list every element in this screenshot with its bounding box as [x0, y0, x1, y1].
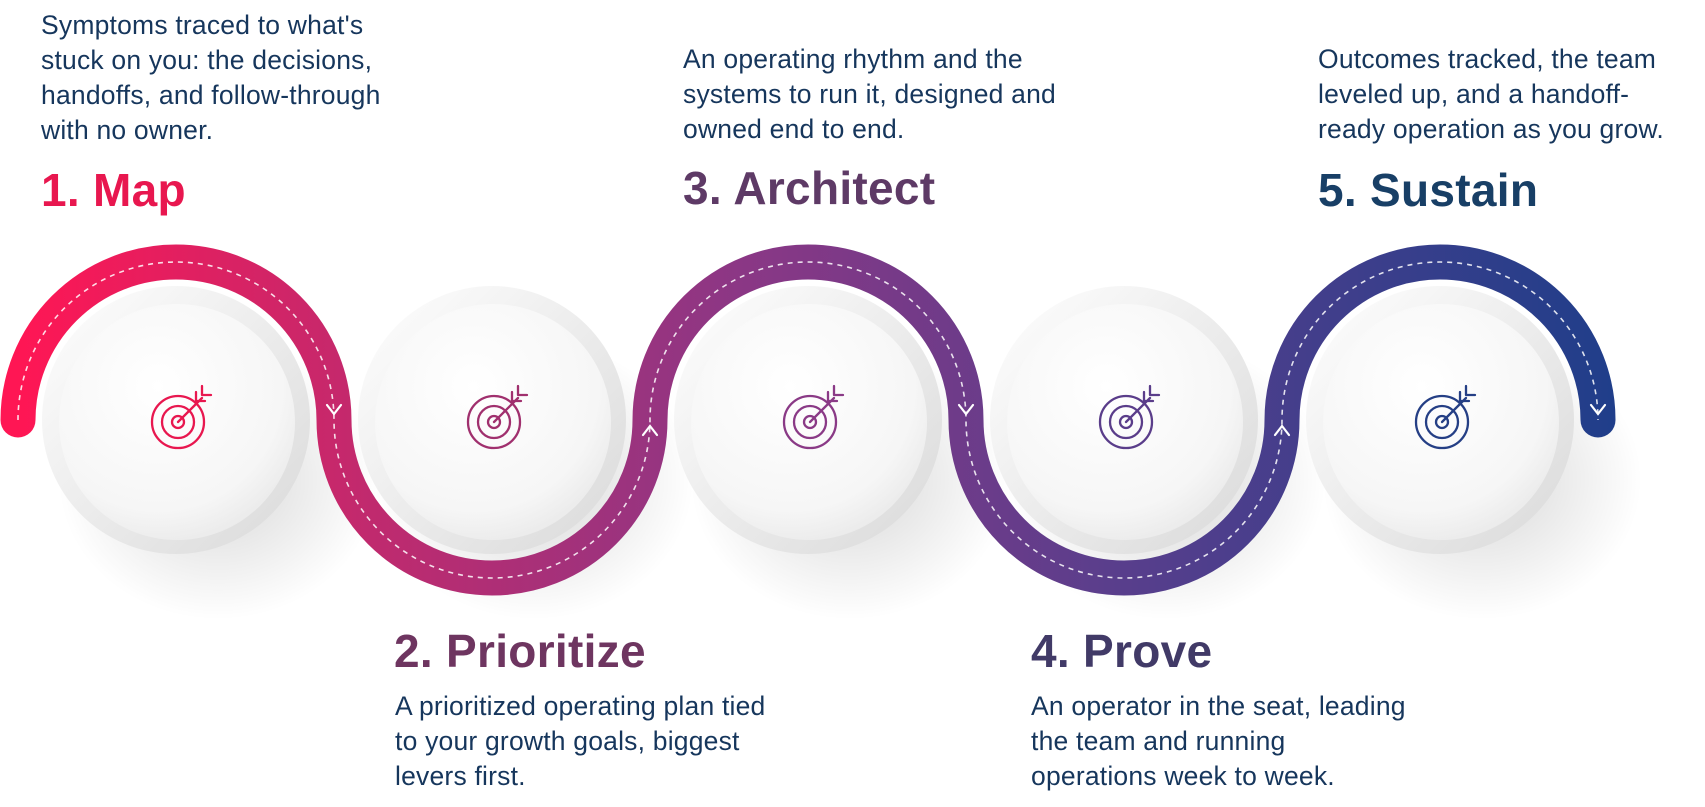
- ribbon-arrowhead-icon: [641, 424, 659, 437]
- step-1-disc: [42, 286, 310, 554]
- step-5-title: 5. Sustain: [1318, 164, 1539, 216]
- target-arrow-icon: [1098, 384, 1161, 450]
- step-4-disc: [990, 286, 1258, 554]
- ribbon-arrowhead-icon: [957, 403, 975, 416]
- step-3-title: 3. Architect: [683, 162, 936, 214]
- step-5-disc: [1306, 286, 1574, 554]
- step-1-description: Symptoms traced to what's stuck on you: …: [41, 10, 381, 145]
- ribbon-dashed-guide: [17, 261, 1599, 579]
- step-5-description: Outcomes tracked, the team leveled up, a…: [1318, 44, 1664, 144]
- step-2-title: 2. Prioritize: [394, 625, 646, 677]
- step-3-disc: [674, 286, 942, 554]
- ribbon-arrowhead-icon: [1273, 424, 1291, 437]
- step-2-description: A prioritized operating plan tied to you…: [395, 691, 766, 791]
- ribbon-arrowhead-icon: [325, 403, 343, 416]
- step-4-title: 4. Prove: [1031, 625, 1213, 677]
- target-arrow-icon: [782, 384, 845, 450]
- target-arrow-icon: [1414, 384, 1477, 450]
- step-1-title: 1. Map: [41, 164, 186, 216]
- target-arrow-icon: [150, 384, 213, 450]
- target-arrow-icon: [466, 384, 529, 450]
- step-2-disc: [358, 286, 626, 554]
- step-4-description: An operator in the seat, leading the tea…: [1031, 691, 1406, 791]
- step-3-description: An operating rhythm and the systems to r…: [683, 44, 1056, 144]
- ribbon-arrowhead-icon: [1589, 403, 1607, 416]
